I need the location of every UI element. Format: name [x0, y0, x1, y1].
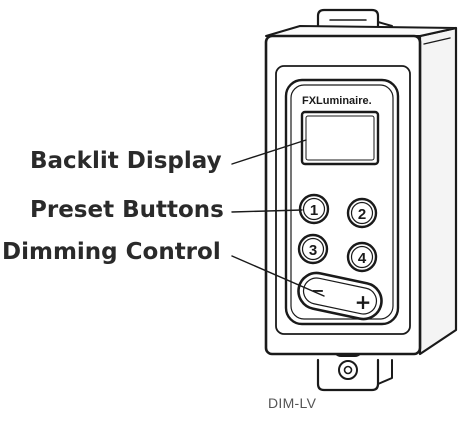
preset-button-4[interactable]: 4 [346, 241, 378, 273]
brand-logo: FXLuminaire. [302, 95, 372, 107]
housing-side [418, 26, 458, 356]
leader-line-display [231, 139, 307, 165]
callout-preset-buttons: Preset Buttons [30, 197, 224, 223]
model-caption: DIM-LV [268, 395, 317, 411]
preset-button-1-label: 1 [310, 202, 318, 219]
callout-backlit-display: Backlit Display [30, 148, 222, 174]
bottom-screw-hole [338, 360, 358, 380]
housing-top [265, 25, 457, 37]
leader-line-dimming [231, 255, 325, 297]
dim-minus-symbol: − [311, 281, 324, 300]
dimming-rocker[interactable]: − + [295, 270, 385, 323]
preset-button-3-label: 3 [309, 242, 317, 259]
dim-plus-symbol: + [355, 290, 372, 314]
preset-button-2[interactable]: 2 [346, 197, 378, 229]
callout-dimming-control: Dimming Control [2, 239, 221, 265]
preset-button-1[interactable]: 1 [298, 193, 330, 225]
leader-line-preset [231, 209, 303, 213]
preset-button-2-label: 2 [358, 206, 366, 223]
preset-button-3[interactable]: 3 [297, 233, 329, 265]
preset-button-4-label: 4 [358, 250, 367, 267]
